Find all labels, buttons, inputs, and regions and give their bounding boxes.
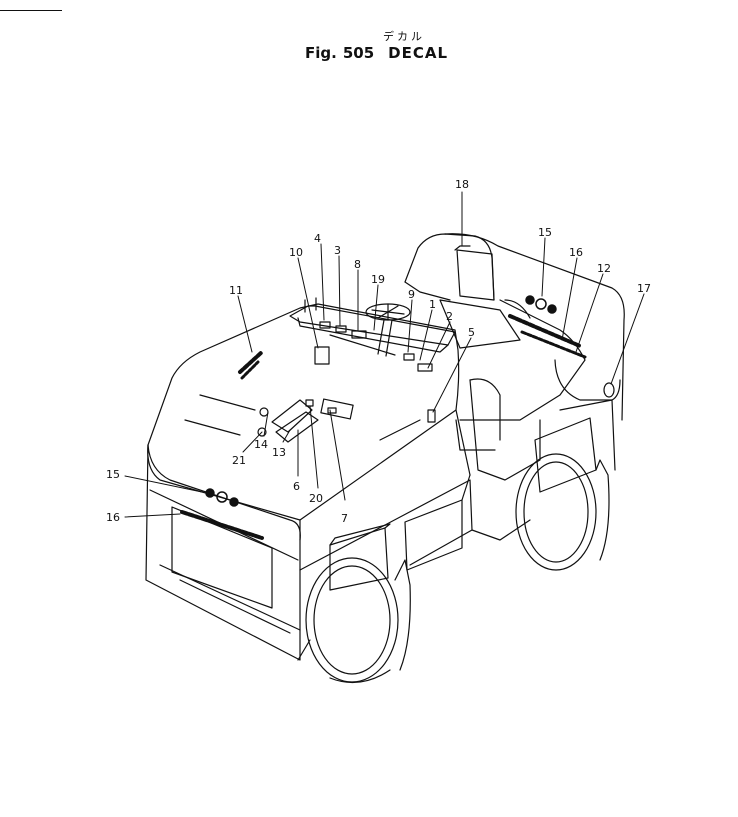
callout-10: 10 <box>289 246 303 259</box>
fig-number: 505 <box>342 44 375 62</box>
operator-cab <box>404 233 625 421</box>
callout-15-front: 15 <box>106 468 120 481</box>
corner-rule <box>0 10 62 11</box>
decal-plate-5 <box>427 409 436 423</box>
leader-lines <box>124 191 645 518</box>
callout-17: 17 <box>637 282 651 295</box>
control-console <box>289 297 456 423</box>
callout-21: 21 <box>232 454 246 467</box>
decal-plate-10 <box>314 346 330 365</box>
callout-19: 19 <box>371 273 385 286</box>
callout-8: 8 <box>354 258 361 271</box>
callout-7: 7 <box>341 512 348 525</box>
fig-title: DECAL <box>388 44 449 62</box>
callout-15-rear: 15 <box>538 226 552 239</box>
callout-1: 1 <box>429 298 436 311</box>
logo-decals <box>180 295 587 540</box>
callout-2: 2 <box>446 310 453 323</box>
callout-12: 12 <box>597 262 611 275</box>
callout-9: 9 <box>408 288 415 301</box>
callout-labels: 4 3 8 19 10 11 9 1 2 5 18 15 16 12 17 21… <box>106 178 651 525</box>
callout-3: 3 <box>334 244 341 257</box>
callout-5: 5 <box>468 326 475 339</box>
front-hood <box>145 303 471 661</box>
callout-11: 11 <box>229 284 243 297</box>
callout-13: 13 <box>272 446 286 459</box>
callout-16-rear: 16 <box>569 246 583 259</box>
callout-6: 6 <box>293 480 300 493</box>
figure-caption: Fig. 505 DECAL <box>305 44 448 62</box>
side-frame <box>297 474 531 661</box>
callout-4: 4 <box>314 232 321 245</box>
rear-drum <box>515 417 610 571</box>
callout-18: 18 <box>455 178 469 191</box>
callout-16-front: 16 <box>106 511 120 524</box>
callout-14: 14 <box>254 438 268 451</box>
callout-20: 20 <box>309 492 323 505</box>
japanese-title: デカル <box>383 30 425 43</box>
fig-prefix: Fig. <box>305 44 337 62</box>
instrument-panel <box>257 398 354 443</box>
front-drum <box>305 523 411 684</box>
steering-wheel <box>365 303 411 357</box>
